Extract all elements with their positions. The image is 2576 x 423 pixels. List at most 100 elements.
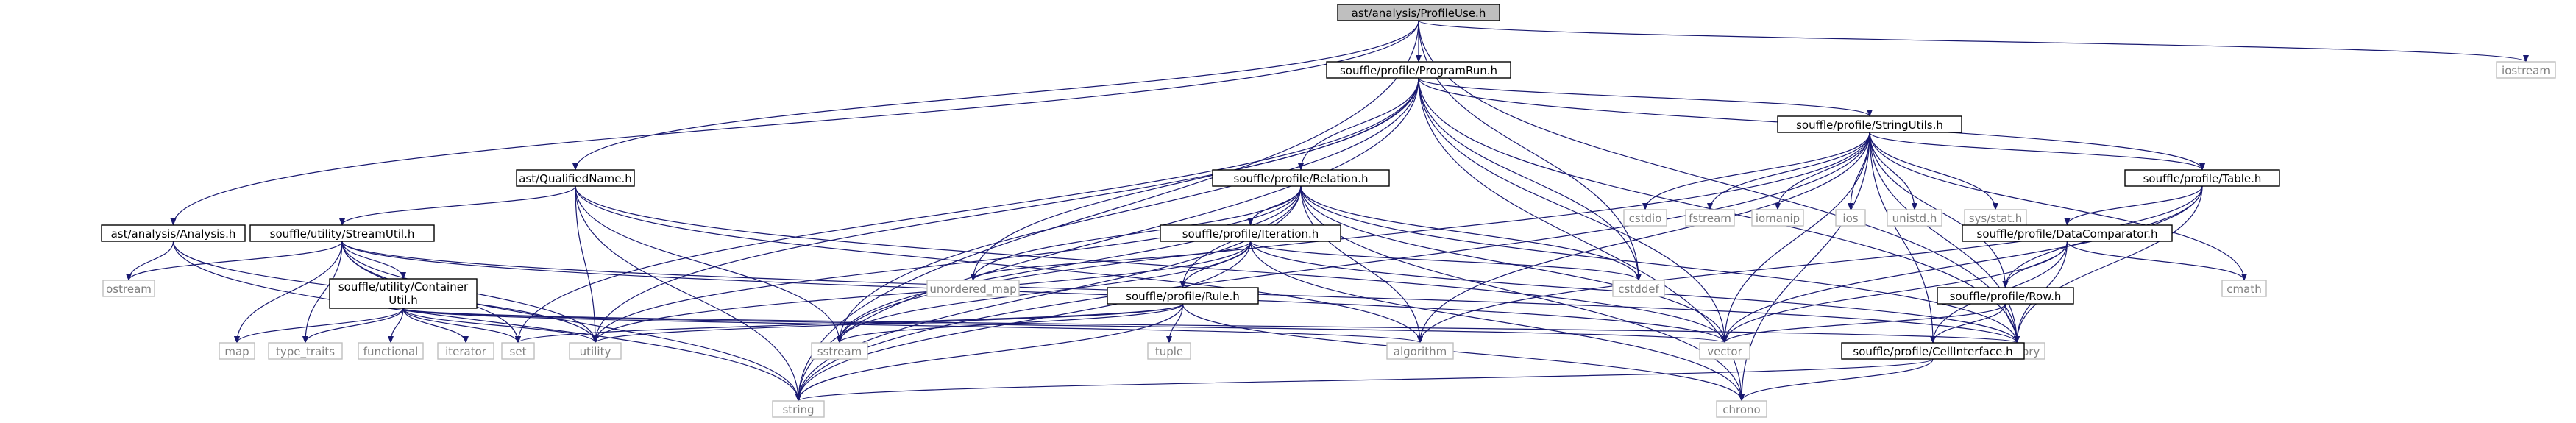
node-rule-label: souffle/profile/Rule.h <box>1126 290 1240 303</box>
node-qualifiedname[interactable]: ast/QualifiedName.h <box>516 169 635 187</box>
node-containerutil-box <box>329 278 478 309</box>
node-table-label: souffle/profile/Table.h <box>2143 172 2262 185</box>
node-ostream-box <box>102 280 155 297</box>
node-iterator: iterator <box>437 342 494 360</box>
edge-qualifiedname-to-sstream <box>575 185 842 344</box>
edge-rule-to-tuple <box>1166 303 1184 344</box>
edge-qualifiedname-to-streamutil <box>339 185 576 226</box>
node-programrun[interactable]: souffle/profile/ProgramRun.h <box>1326 61 1511 79</box>
edge-containerutil-to-iterator <box>402 308 469 344</box>
edge-qualifiedname-to-utility <box>575 185 598 344</box>
node-iteration-label: souffle/profile/Iteration.h <box>1182 227 1319 241</box>
node-iostream-box <box>2496 61 2556 79</box>
node-tuple: tuple <box>1147 342 1191 360</box>
edge-stringutils-to-cstdio <box>1642 132 1870 210</box>
node-chrono-box <box>1716 400 1767 418</box>
node-sysstat: sys/stat.h <box>1964 209 2027 227</box>
edge-containerutil-to-functional <box>388 308 404 344</box>
node-stringutils-box <box>1777 115 1962 133</box>
node-relation-box <box>1212 169 1390 187</box>
edge-rule-to-sstream <box>837 303 1184 344</box>
node-iostream-label: iostream <box>2502 64 2550 77</box>
edge-containerutil-to-vector <box>402 308 1728 344</box>
node-type_traits: type_traits <box>268 342 343 360</box>
node-programrun-label: souffle/profile/ProgramRun.h <box>1340 64 1497 77</box>
node-ios: ios <box>1835 209 1866 227</box>
edge-streamutil-to-string <box>341 241 801 402</box>
edge-cellinterface-to-string <box>795 358 1934 402</box>
node-cellinterface-box <box>1841 342 2025 360</box>
node-sstream: sstream <box>811 342 868 360</box>
edge-iteration-to-chrono <box>1249 241 1745 402</box>
node-iterator-box <box>437 342 494 360</box>
edge-programrun-to-string <box>795 77 1419 402</box>
node-table[interactable]: souffle/profile/Table.h <box>2124 169 2280 187</box>
edge-streamutil-to-ostream <box>126 241 343 281</box>
edge-root-to-iostream <box>1418 20 2529 63</box>
node-datacomparator[interactable]: souffle/profile/DataComparator.h <box>1962 224 2173 242</box>
node-cellinterface[interactable]: souffle/profile/CellInterface.h <box>1841 342 2025 360</box>
node-unordered_map: unordered_map <box>926 280 1020 297</box>
node-cmath-label: cmath <box>2226 282 2261 296</box>
node-qualifiedname-label: ast/QualifiedName.h <box>519 172 632 185</box>
edge-qualifiedname-to-vector <box>575 185 1728 344</box>
edge-relation-to-utility <box>592 185 1302 344</box>
node-iteration[interactable]: souffle/profile/Iteration.h <box>1160 224 1341 242</box>
node-stringutils[interactable]: souffle/profile/StringUtils.h <box>1777 115 1962 133</box>
node-utility: utility <box>569 342 622 360</box>
node-datacomparator-label: souffle/profile/DataComparator.h <box>1977 227 2158 241</box>
node-utility-label: utility <box>580 345 611 358</box>
edge-root-to-qualifiedname <box>572 20 1419 171</box>
node-streamutil[interactable]: souffle/utility/StreamUtil.h <box>249 224 435 242</box>
node-map-box <box>219 342 255 360</box>
node-streamutil-label: souffle/utility/StreamUtil.h <box>270 227 415 241</box>
node-sysstat-label: sys/stat.h <box>1969 212 2023 225</box>
node-rule[interactable]: souffle/profile/Rule.h <box>1107 287 1259 305</box>
edge-relation-to-memory <box>1300 185 2020 344</box>
node-functional: functional <box>358 342 424 360</box>
edge-table-to-algorithm <box>1417 185 2203 344</box>
node-relation[interactable]: souffle/profile/Relation.h <box>1212 169 1390 187</box>
node-iomanip-label: iomanip <box>1756 212 1800 225</box>
edge-root-to-string <box>795 20 1419 402</box>
edge-iteration-to-utility <box>592 241 1252 344</box>
node-chrono: chrono <box>1716 400 1767 418</box>
node-iteration-box <box>1160 224 1341 242</box>
node-vector-box <box>1699 342 1750 360</box>
node-root[interactable]: ast/analysis/ProfileUse.h <box>1337 4 1500 21</box>
node-row-label: souffle/profile/Row.h <box>1950 290 2062 303</box>
node-type_traits-label: type_traits <box>276 345 335 359</box>
edge-containerutil-to-set <box>402 308 521 344</box>
node-functional-box <box>358 342 424 360</box>
edge-cellinterface-to-chrono <box>1739 358 1934 402</box>
node-set-box <box>501 342 535 360</box>
edge-root-to-memory <box>1418 20 2020 344</box>
node-unordered_map-box <box>926 280 1020 297</box>
edge-stringutils-to-sysstat <box>1869 132 1998 210</box>
node-rule-box <box>1107 287 1259 305</box>
node-tuple-label: tuple <box>1155 345 1183 358</box>
edge-datacomparator-to-cmath <box>2066 241 2247 281</box>
node-ostream-label: ostream <box>106 282 152 296</box>
node-row[interactable]: souffle/profile/Row.h <box>1937 287 2074 305</box>
edge-relation-to-cstddef <box>1300 185 1642 281</box>
node-cstddef-label: cstddef <box>1618 282 1659 296</box>
edge-datacomparator-to-vector <box>1722 241 2068 344</box>
edge-programrun-to-stringutils <box>1418 77 1873 117</box>
node-table-box <box>2124 169 2280 187</box>
edge-stringutils-to-table <box>1869 132 2205 171</box>
node-unistd-box <box>1887 209 1942 227</box>
edge-iteration-to-cstddef <box>1249 241 1642 281</box>
node-vector-label: vector <box>1707 345 1742 358</box>
node-analysis[interactable]: ast/analysis/Analysis.h <box>101 224 246 242</box>
edge-programrun-to-cstddef <box>1418 77 1642 281</box>
edge-relation-to-algorithm <box>1300 185 1423 344</box>
node-datacomparator-box <box>1962 224 2173 242</box>
edge-containerutil-to-map <box>234 308 404 344</box>
edge-analysis-to-string <box>172 241 801 402</box>
node-iterator-label: iterator <box>445 345 487 358</box>
node-programrun-box <box>1326 61 1511 79</box>
